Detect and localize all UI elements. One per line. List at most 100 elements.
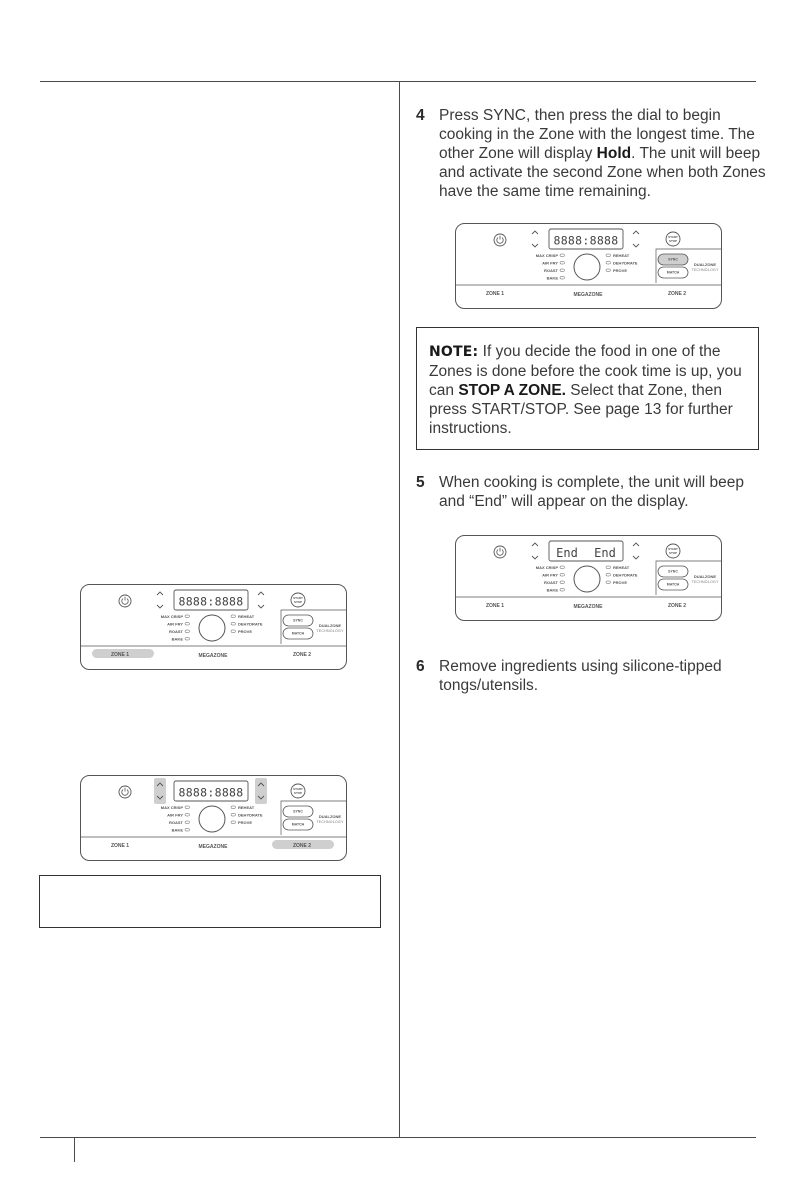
function-label: PROVE (613, 580, 627, 585)
chevron-up-icon (632, 230, 640, 235)
start-stop-button (665, 543, 681, 559)
start-stop-button (290, 592, 306, 608)
step-text: Press SYNC, then press the dial to begin… (439, 107, 766, 200)
dial (573, 565, 601, 593)
function-label: DEHYDRATE (238, 813, 263, 818)
function-label: MAX CRISP (536, 253, 559, 258)
function-label: REHEAT (613, 565, 630, 570)
zone1-label: ZONE 1 (111, 843, 129, 849)
megazone-label: MEGAZONE (574, 604, 604, 610)
dualzone-label: DUALZONE (319, 623, 342, 628)
svg-text:START: START (293, 787, 303, 791)
sync-button (282, 614, 314, 627)
function-label: REHEAT (238, 805, 255, 810)
chevron-down-icon (531, 555, 539, 560)
megazone-label: MEGAZONE (199, 653, 229, 659)
function-label: DEHYDRATE (613, 261, 638, 266)
function-label: BAKE (172, 828, 184, 833)
chevron-up-icon (156, 591, 164, 596)
zone2-label: ZONE 2 (293, 843, 311, 849)
function-label: REHEAT (238, 614, 255, 619)
display-text: 8888:8888 (553, 234, 618, 248)
chevron-down-icon (156, 604, 164, 609)
function-label: MAX CRISP (536, 565, 559, 570)
svg-text:STOP: STOP (294, 791, 302, 795)
function-label: BAKE (172, 637, 184, 642)
dualzone-label: DUALZONE (694, 574, 717, 579)
function-label: MAX CRISP (161, 805, 184, 810)
display (173, 780, 249, 802)
chevron-down-icon (632, 243, 640, 248)
chevron-up-icon (257, 782, 265, 787)
step-6: 6 Remove ingredients using silicone-tipp… (416, 657, 766, 695)
svg-text:STOP: STOP (669, 239, 677, 243)
function-label: AIR FRY (542, 261, 558, 266)
svg-text:TECHNOLOGY: TECHNOLOGY (691, 268, 719, 272)
svg-text:SYNC: SYNC (668, 258, 678, 262)
display (548, 228, 624, 250)
function-label: AIR FRY (167, 622, 183, 627)
svg-text:MATCH: MATCH (292, 823, 305, 827)
zone2-label: ZONE 2 (668, 603, 686, 609)
function-label: PROVE (238, 820, 252, 825)
display-text-left: End (556, 546, 578, 560)
dial (198, 614, 226, 642)
function-label: ROAST (169, 820, 184, 825)
function-label: ROAST (544, 268, 559, 273)
svg-text:SYNC: SYNC (293, 619, 303, 623)
power-icon (118, 594, 132, 608)
svg-text:STOP: STOP (669, 551, 677, 555)
step-5: 5 When cooking is complete, the unit wil… (416, 473, 766, 511)
svg-text:MATCH: MATCH (667, 583, 680, 587)
zone1-label: ZONE 1 (486, 603, 504, 609)
zone1-label: ZONE 1 (486, 291, 504, 297)
svg-text:MATCH: MATCH (667, 271, 680, 275)
function-label: PROVE (238, 629, 252, 634)
display (173, 589, 249, 611)
chevron-up-icon (156, 782, 164, 787)
function-label: MAX CRISP (161, 614, 184, 619)
megazone-label: MEGAZONE (199, 844, 229, 850)
svg-text:TECHNOLOGY: TECHNOLOGY (691, 580, 719, 584)
sync-button (657, 565, 689, 578)
column-divider (399, 82, 400, 1137)
power-icon (118, 785, 132, 799)
svg-text:STOP: STOP (294, 600, 302, 604)
power-icon (493, 545, 507, 559)
function-label: AIR FRY (542, 573, 558, 578)
display-text-right: End (594, 546, 616, 560)
sync-button (282, 805, 314, 818)
match-button (282, 627, 314, 640)
chevron-up-icon (632, 542, 640, 547)
svg-text:MATCH: MATCH (292, 632, 305, 636)
step-number: 4 (416, 107, 425, 124)
power-icon (493, 233, 507, 247)
zone1-label: ZONE 1 (111, 652, 129, 658)
chevron-down-icon (531, 243, 539, 248)
empty-note-box (39, 875, 381, 928)
display-text: 8888:8888 (178, 595, 243, 609)
function-label: ROAST (169, 629, 184, 634)
chevron-up-icon (531, 542, 539, 547)
step-number: 5 (416, 474, 425, 491)
step-text: When cooking is complete, the unit will … (439, 474, 744, 510)
chevron-down-icon (632, 555, 640, 560)
dial (198, 805, 226, 833)
dualzone-label: DUALZONE (694, 262, 717, 267)
match-button (282, 818, 314, 831)
display-text: 8888:8888 (178, 786, 243, 800)
start-stop-button (290, 783, 306, 799)
function-label: ROAST (544, 580, 559, 585)
chevron-up-icon (531, 230, 539, 235)
step-4: 4 Press SYNC, then press the dial to beg… (416, 106, 766, 201)
chevron-down-icon (257, 604, 265, 609)
megazone-label: MEGAZONE (574, 292, 604, 298)
chevron-down-icon (257, 795, 265, 800)
svg-text:TECHNOLOGY: TECHNOLOGY (316, 820, 344, 824)
step-text: Remove ingredients using silicone-tipped… (439, 658, 722, 694)
zone2-label: ZONE 2 (668, 291, 686, 297)
dualzone-label: DUALZONE (319, 814, 342, 819)
